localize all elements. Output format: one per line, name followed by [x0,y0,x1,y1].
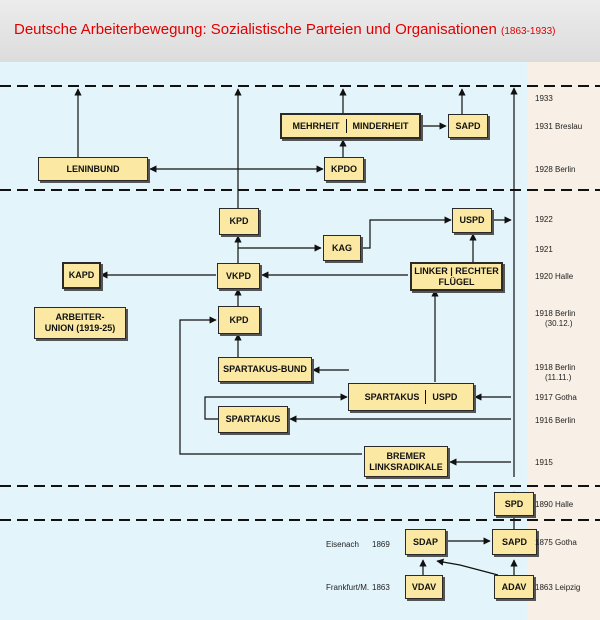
mehrheit-label: MEHRHEIT [292,120,340,131]
spartakus-uspd-node: SPARTAKUS USPD [348,383,474,411]
title-range: (1863-1933) [500,26,556,37]
year-1918-dec-line2: (30.12.) [545,319,573,328]
year-1918-dec-line1: 1918 Berlin [535,309,576,318]
kpdo-node: KPDO [324,157,364,181]
uspd-1917-label: USPD [432,391,458,402]
kag-node: KAG [323,235,361,261]
year-1918-nov-line1: 1918 Berlin [535,363,576,372]
sapd-1931-node: SAPD [448,114,488,138]
year-1918-nov: 1918 Berlin (11.11.) [535,363,575,383]
year-1916: 1916 Berlin [535,416,576,425]
spartakus-bund-node: SPARTAKUS-BUND [218,357,312,382]
year-1931: 1931 Breslau [535,122,583,131]
bremer-linksradikale-node: BREMER LINKSRADIKALE [364,446,448,477]
year-1918-nov-line2: (11.11.) [545,373,572,382]
title-text: Deutsche Arbeiterbewegung: Sozialistisch… [14,21,497,38]
bremer-line2: LINKSRADIKALE [369,461,443,472]
year-1920: 1920 Halle [535,272,574,281]
sapd-1875-node: SAPD [492,529,537,555]
spd-node: SPD [494,492,534,516]
year-1921: 1921 [535,245,553,254]
vdav-node: VDAV [405,575,443,599]
minderheit-label: MINDERHEIT [352,120,409,131]
linker-rechter-row: LINKER | RECHTER [414,266,499,277]
year-1933: 1933 [535,94,553,103]
node-divider: | [450,265,456,276]
year-1915: 1915 [535,458,553,467]
node-divider [425,390,427,404]
year-1863: 1863 Leipzig [535,583,581,592]
node-divider [345,119,347,133]
year-1890: 1890 Halle [535,500,574,509]
kpd-1922-node: KPD [219,208,259,235]
bremer-line1: BREMER [386,450,426,461]
spartakus-1917-label: SPARTAKUS [364,391,420,402]
arbeiter-union-line2: UNION (1919-25) [44,323,116,333]
eisenach-year-label: 1869 [372,540,390,549]
timeline-column [527,62,600,620]
frankfurt-year-label: 1863 [372,583,390,592]
adav-node: ADAV [494,575,534,599]
frankfurt-label: Frankfurt/M. [326,583,370,592]
year-1917: 1917 Gotha [535,393,577,402]
arbeiter-union-node: ARBEITER- UNION (1919-25) [34,307,126,339]
uspd-1922-node: USPD [452,208,492,233]
rechter-label: RECHTER [455,265,499,276]
linker-rechter-fluegel-node: LINKER | RECHTER FLÜGEL [410,262,503,291]
leninbund-node: LENINBUND [38,157,148,181]
title-bar: Deutsche Arbeiterbewegung: Sozialistisch… [0,0,600,62]
diagram-panel [0,62,600,620]
mehrheit-minderheit-node: MEHRHEIT MINDERHEIT [280,113,421,139]
year-1875: 1875 Gotha [535,538,577,547]
vkpd-node: VKPD [217,263,260,289]
kpd-1918-node: KPD [218,306,260,334]
year-1928: 1928 Berlin [535,165,576,174]
year-1922: 1922 [535,215,553,224]
fluegel-label: FLÜGEL [438,276,475,287]
spartakus-1916-node: SPARTAKUS [218,406,288,433]
year-1918-dec: 1918 Berlin (30.12.) [535,309,575,329]
diagram-title: Deutsche Arbeiterbewegung: Sozialistisch… [14,21,555,38]
eisenach-label: Eisenach [326,540,359,549]
kapd-node: KAPD [62,262,101,289]
arbeiter-union-line1: ARBEITER- [55,312,105,322]
sdap-node: SDAP [405,529,446,555]
linker-label: LINKER [414,265,448,276]
